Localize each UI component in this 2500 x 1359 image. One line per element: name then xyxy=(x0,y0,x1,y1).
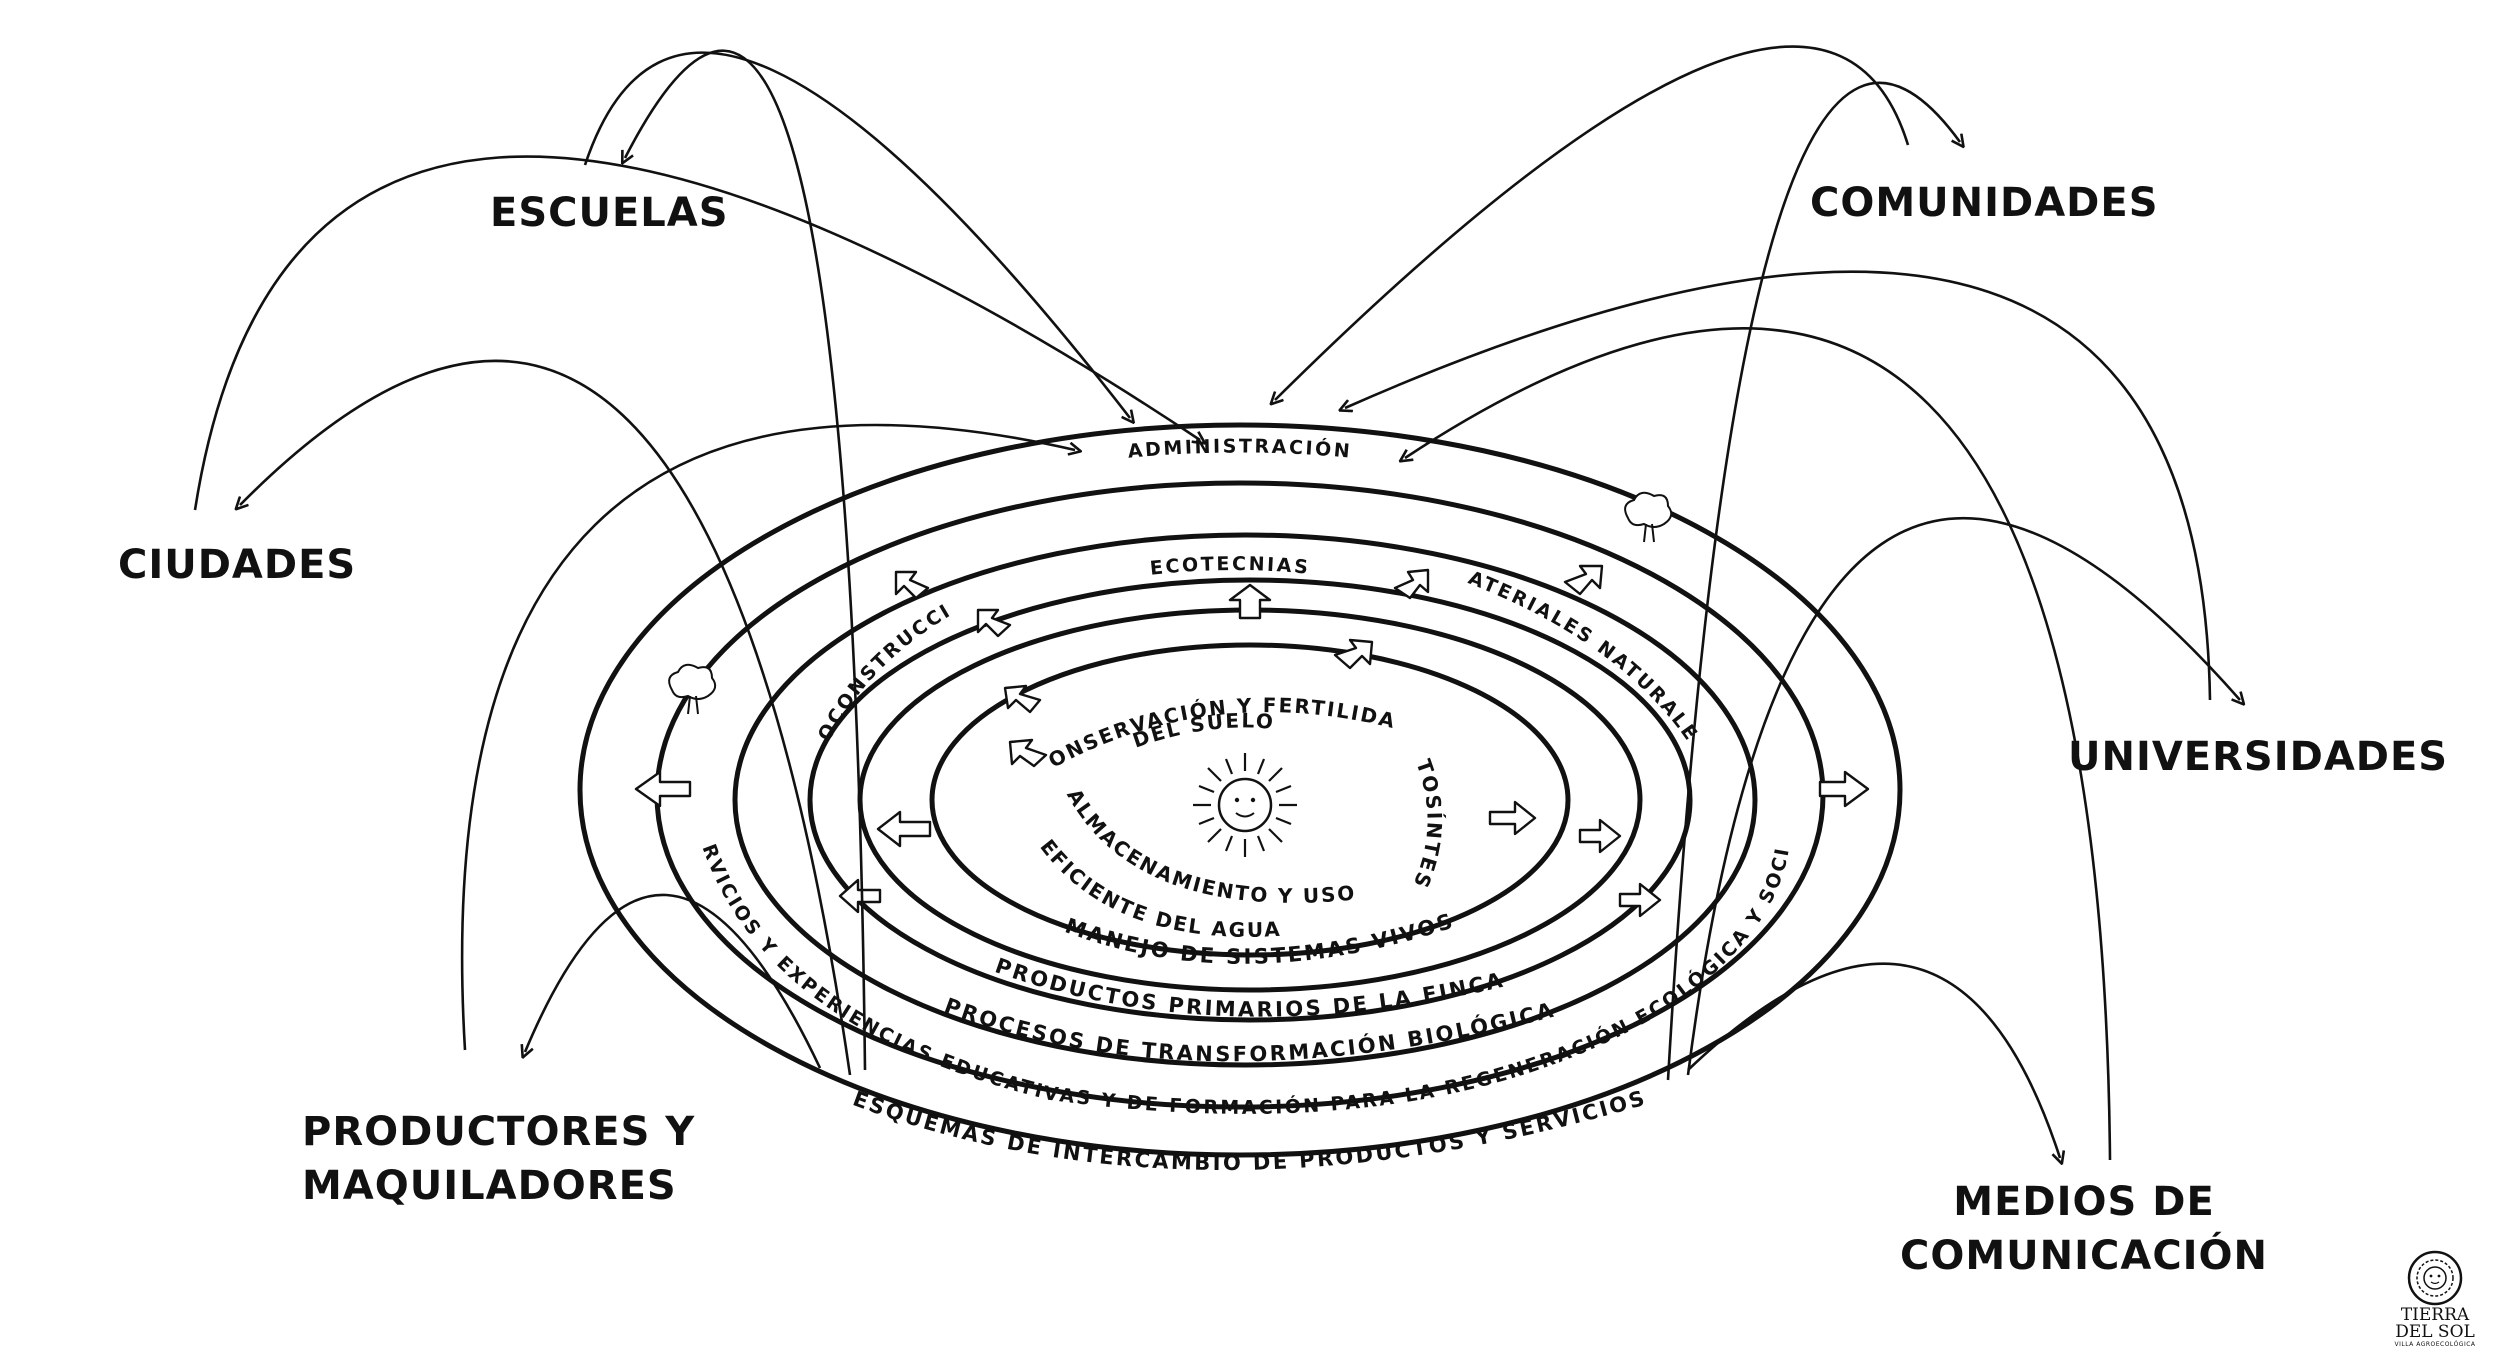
label-productores-line2: MAQUILADORES xyxy=(302,1163,677,1209)
hollow-arrow-icon xyxy=(634,770,692,808)
label-medios-line2: COMUNICACIÓN xyxy=(1900,1233,2269,1279)
ring-label-administracion: ADMINISTRACIÓN xyxy=(1127,435,1353,462)
hollow-arrow-icon xyxy=(1563,564,1604,596)
connector-comunidades-out xyxy=(1275,45,1910,400)
hollow-arrow-icon xyxy=(838,878,882,914)
connector-productores-in xyxy=(525,893,822,1069)
hollow-arrow-icon xyxy=(1333,638,1374,670)
hollow-arrow-icon xyxy=(894,570,930,600)
ring-outer-edge xyxy=(577,422,1903,1158)
hollow-arrow-icon xyxy=(1393,568,1430,600)
connector-escuelas-in xyxy=(625,49,867,1071)
connector-ciudades-in xyxy=(240,359,852,1076)
label-productores-line1: PRODUCTORES Y xyxy=(302,1109,696,1155)
hollow-arrow-icon xyxy=(1228,583,1272,620)
logo-tagline: VILLA AGROECOLÓGICA xyxy=(2394,1341,2476,1348)
label-escuelas: ESCUELAS xyxy=(490,190,729,236)
label-medios-line1: MEDIOS DE xyxy=(1953,1179,2215,1225)
ring-3-edge xyxy=(732,532,1758,1068)
hollow-arrow-icon xyxy=(1488,800,1537,836)
connector-medios-in xyxy=(1687,962,2060,1158)
logo-emblem-space xyxy=(2390,1235,2480,1307)
tree-icon xyxy=(1624,491,1673,543)
hollow-arrow-icon xyxy=(1578,818,1622,854)
connector-escuelas-out xyxy=(583,51,1130,418)
ring-label-bioconstruccion: BIOCONSTRUCCIÓN xyxy=(0,0,956,745)
ring-label-ecotecnias: ECOTECNIAS xyxy=(1149,553,1311,580)
brand-logo: TIERRA DEL SOL VILLA AGROECOLÓGICA xyxy=(2390,1235,2480,1349)
label-ciudades: CIUDADES xyxy=(118,542,357,588)
label-medios-comunicacion: MEDIOS DE COMUNICACIÓN xyxy=(1900,1175,2268,1283)
logo-line2: DEL SOL xyxy=(2395,1322,2475,1342)
connector-productores-out xyxy=(460,423,1075,1051)
outward-arrows xyxy=(634,564,1870,918)
connector-universidades-out xyxy=(1345,270,2212,701)
hollow-arrow-icon xyxy=(1618,882,1662,918)
sun-emblem-icon xyxy=(2407,1250,2463,1306)
connector-universidades-in xyxy=(1686,516,2240,1076)
tree-icon xyxy=(668,663,717,715)
connector-ciudades-out xyxy=(193,155,1200,511)
hollow-arrow-icon xyxy=(876,810,932,848)
ring-4-edge xyxy=(807,577,1693,1023)
logo-line1: TIERRA xyxy=(2400,1305,2470,1325)
hollow-arrow-icon xyxy=(976,608,1012,638)
label-universidades: UNIVERSIDADES xyxy=(2068,734,2449,780)
label-comunidades: COMUNIDADES xyxy=(1810,180,2159,226)
connector-comunidades-in xyxy=(1666,81,1960,1081)
label-productores-maquiladores: PRODUCTORES Y MAQUILADORES xyxy=(302,1105,695,1213)
connection-curves xyxy=(193,45,2240,1161)
sun-icon xyxy=(1193,753,1297,857)
connector-medios-out xyxy=(1405,327,2112,1161)
hollow-arrow-icon xyxy=(1818,770,1870,808)
hollow-arrow-icon xyxy=(1003,684,1042,714)
hollow-arrow-icon xyxy=(1008,738,1048,768)
ring-core-edge xyxy=(929,642,1571,958)
